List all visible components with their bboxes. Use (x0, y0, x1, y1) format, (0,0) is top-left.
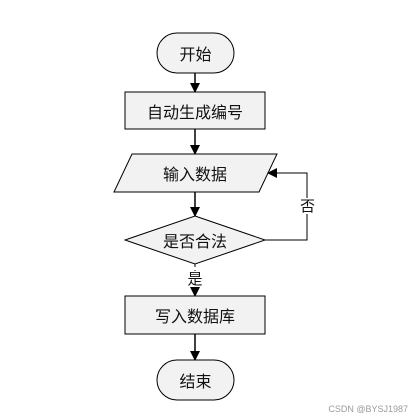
auto-number-label: 自动生成编号 (146, 102, 243, 122)
edge-label-yes: 是 (186, 270, 204, 288)
end-terminal-shape (156, 359, 235, 401)
input-data-io-shape (113, 153, 278, 193)
start-label: 开始 (179, 45, 212, 64)
write-db-process-shape (124, 295, 266, 335)
auto-number-process-shape (124, 91, 266, 130)
input-data-label: 输入数据 (162, 165, 227, 184)
watermark-text: CSDN @BYSJ1987 (328, 404, 408, 414)
write-db-label: 写入数据库 (154, 307, 235, 326)
edge-label-no: 否 (299, 197, 316, 215)
end-label: 结束 (179, 372, 212, 391)
is-valid-label: 是否合法 (162, 232, 227, 251)
